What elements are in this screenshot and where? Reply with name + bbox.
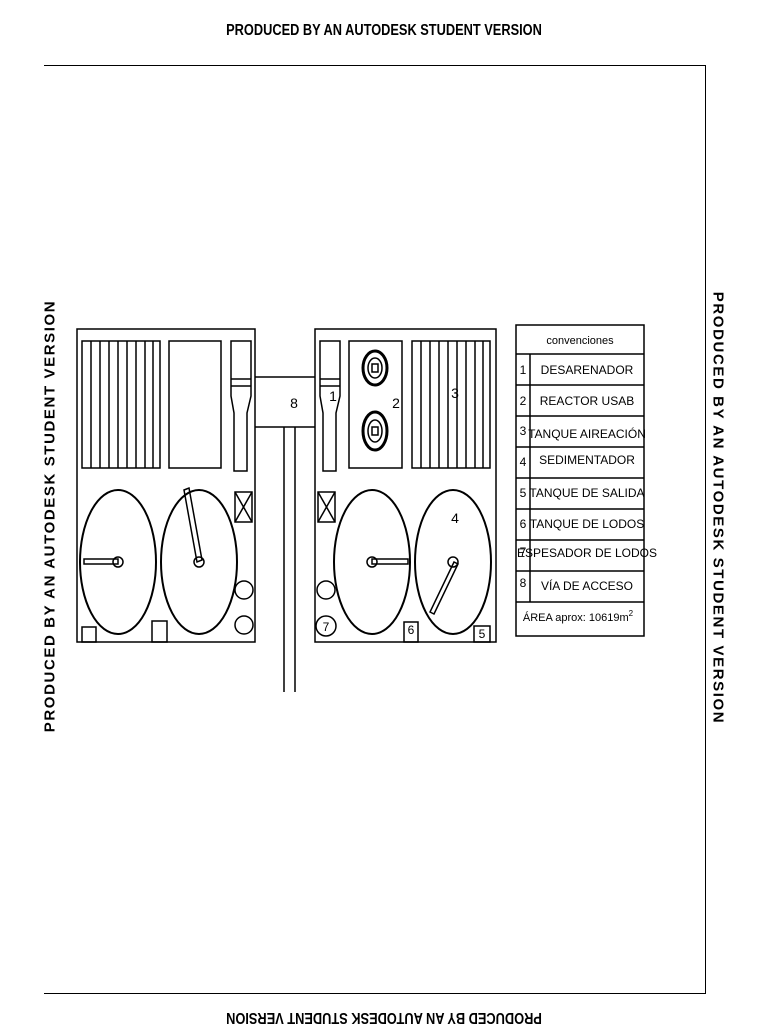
frame-right-border xyxy=(705,65,706,993)
legend-num: 6 xyxy=(520,517,527,531)
outlet-tank-5 xyxy=(473,625,491,643)
legend-label: ESPESADOR DE LODOS xyxy=(517,546,657,560)
right-small-circle xyxy=(316,580,336,600)
sludge-tank-6 xyxy=(403,621,419,643)
legend-area: ÁREA aprox: 10619m2 xyxy=(523,609,634,624)
watermark-top: PRODUCED BY AN AUTODESK STUDENT VERSION xyxy=(226,22,542,39)
frame-top-border xyxy=(44,65,706,66)
legend-label: DESARENADOR xyxy=(541,363,634,377)
left-desander xyxy=(230,340,252,472)
label-7-thickener: 7 xyxy=(323,620,330,634)
right-clarifier-1 xyxy=(333,489,411,635)
legend-label: SEDIMENTADOR xyxy=(539,453,635,467)
label-6-sludge-tank: 6 xyxy=(408,623,415,637)
left-small-circle-2 xyxy=(234,615,254,635)
label-8-access-road: 8 xyxy=(290,395,298,411)
right-desander xyxy=(319,340,341,472)
label-4-sedimentador: 4 xyxy=(451,510,459,526)
uasb-reactor-bottom xyxy=(361,410,389,452)
uasb-reactor-top xyxy=(361,349,389,387)
access-road xyxy=(255,376,315,692)
legend-area-superscript: 2 xyxy=(629,609,634,618)
frame-bottom-border xyxy=(44,993,706,994)
right-clarifier-2-sedimentador xyxy=(414,489,492,635)
legend-num: 4 xyxy=(520,455,527,469)
left-small-square-1 xyxy=(81,626,97,643)
right-aeration-tank xyxy=(411,340,491,469)
label-2-uasb: 2 xyxy=(392,395,400,411)
legend-header: convenciones xyxy=(546,335,614,347)
left-small-square-2 xyxy=(151,620,168,643)
uasb-reactor-box xyxy=(348,340,403,469)
legend-area-label: ÁREA aprox: 10619m xyxy=(523,611,629,624)
right-thickener-box xyxy=(317,491,336,523)
legend-label: REACTOR USAB xyxy=(540,394,634,408)
left-clarifier-2 xyxy=(160,486,238,635)
legend-num: 1 xyxy=(520,363,527,377)
left-plain-tank xyxy=(168,340,222,469)
legend-num: 2 xyxy=(520,394,527,408)
legend-label: VÍA DE ACCESO xyxy=(541,578,633,593)
label-3-aeration: 3 xyxy=(451,385,459,401)
label-1-desander: 1 xyxy=(329,388,337,404)
legend-num: 8 xyxy=(520,576,527,590)
legend-label: TANQUE DE SALIDA xyxy=(529,486,644,500)
sludge-thickener-7 xyxy=(315,615,337,637)
left-thickener-box xyxy=(234,491,253,523)
legend-label: TANQUE AIREACIÓN xyxy=(528,426,646,441)
left-clarifier-1 xyxy=(79,489,157,635)
legend-num: 5 xyxy=(520,486,527,500)
legend-num: 7 xyxy=(520,545,527,559)
legend-label: TANQUE DE LODOS xyxy=(530,517,644,531)
left-small-circle-1 xyxy=(234,580,254,600)
legend-table xyxy=(515,324,645,637)
left-aeration-tank xyxy=(81,340,161,469)
label-5-outlet: 5 xyxy=(479,627,486,641)
legend-num: 3 xyxy=(520,424,527,438)
